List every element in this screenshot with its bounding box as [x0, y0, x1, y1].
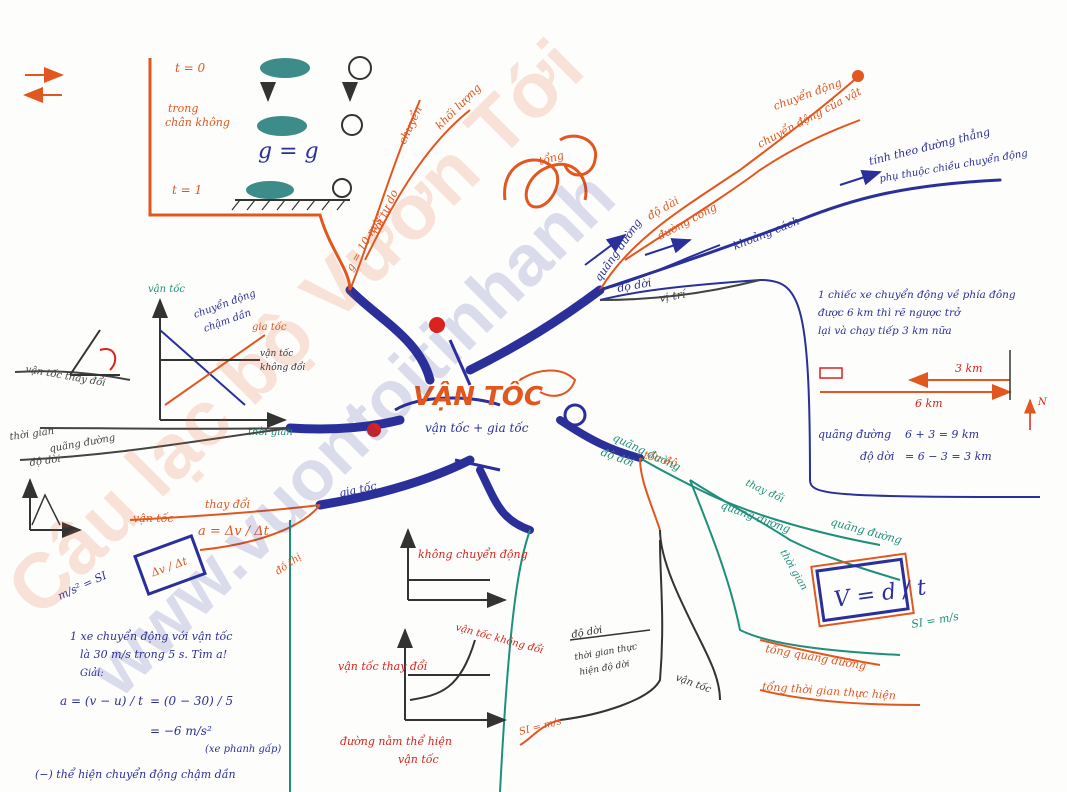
pr-q-label: quãng đường	[818, 428, 891, 441]
left-label-3: thời gian	[9, 426, 55, 443]
rb-label-8: tổng thời gian thực hiện	[762, 680, 897, 702]
pl-formula-3: = −6 m/s²	[150, 724, 212, 738]
t0-label: t = 0	[175, 61, 206, 75]
tr-label-5: khoảng cách	[731, 214, 801, 252]
pr-d-label: độ dời	[860, 450, 894, 463]
rb-label-6: thời gian	[777, 548, 809, 592]
pl-note: (xe phanh gấp)	[205, 744, 281, 755]
pr-dist-1: 3 km	[955, 362, 983, 375]
graph-b-footer-1: đường nằm thể hiện	[340, 735, 452, 748]
feather-icon	[246, 181, 294, 199]
velocity-unit: SI = m/s	[910, 610, 960, 631]
rb-label-3: tốc độ	[642, 448, 679, 470]
pr-axis: N	[1037, 397, 1048, 408]
car-icon	[820, 368, 842, 378]
rb-label-13: vận tốc	[674, 672, 713, 695]
rb-label-11: hiện độ dời	[579, 658, 631, 678]
left-label-4: độ dời	[29, 454, 61, 469]
rb-label-7: tổng quãng đường	[764, 642, 867, 673]
pr-text-1: 1 chiếc xe chuyển động về phía đông	[818, 288, 1016, 301]
feather-icon	[260, 58, 310, 78]
ball-icon	[333, 179, 351, 197]
rb-label-12: SI = m/s	[518, 716, 563, 738]
pr-text-2: được 6 km thì rẽ ngược trở	[818, 306, 962, 319]
top-right-labels: chuyển động chuyển động của vật độ dài đ…	[537, 76, 1028, 305]
clock-icon	[565, 405, 585, 425]
left-label-1: vận tốc thay đổi	[24, 363, 106, 389]
branch-bottom	[480, 470, 530, 530]
ball-icon	[349, 57, 371, 79]
center-subtitle: vận tốc + gia tốc	[425, 420, 529, 435]
pl-footer: (−) thể hiện chuyển động chậm dần	[35, 768, 236, 781]
vacuum-label-1: trong	[168, 102, 198, 115]
tr-label-7: độ dời	[616, 276, 652, 295]
tr-label-8: vị trí	[658, 287, 688, 305]
left-label-2: quãng đường	[49, 433, 116, 455]
graph-b2-label: vận tốc không đổi	[454, 621, 544, 656]
graph-b1-label: không chuyển động	[418, 548, 528, 561]
tr-label-3: độ dài	[645, 194, 681, 222]
t1-label: t = 1	[172, 183, 202, 197]
pl-formula-2: = (0 − 30) / 5	[150, 694, 233, 708]
graphs-bottom: không chuyển động vận tốc không đổi vận …	[338, 530, 545, 792]
graph-b-footer-2: vận tốc	[398, 753, 439, 766]
ball-icon	[342, 115, 362, 135]
pr-text-3: lại và chạy tiếp 3 km nữa	[818, 324, 952, 337]
direction-arrows	[25, 75, 62, 95]
g-formula: g = g	[258, 139, 319, 164]
pr-q-value: 6 + 3 = 9 km	[905, 428, 979, 441]
problem-right: 1 chiếc xe chuyển động về phía đông được…	[818, 288, 1048, 463]
pr-dist-2: 6 km	[915, 397, 943, 410]
feather-icon	[257, 116, 307, 136]
vacuum-label-2: chân không	[165, 116, 230, 129]
watermark: Câu lạc bộ Vươn Tới www.vuontoitinhanh	[0, 22, 630, 712]
right-bottom-labels: quãng đường độ dời tốc độ thay đổi quãng…	[518, 431, 960, 738]
pr-d-value: = 6 − 3 = 3 km	[905, 450, 992, 463]
rb-label-4: thay đổi	[744, 477, 786, 505]
graph-top-ylabel: vận tốc	[148, 284, 185, 295]
graph-b3-label: vận tốc thay đổi	[338, 660, 427, 673]
